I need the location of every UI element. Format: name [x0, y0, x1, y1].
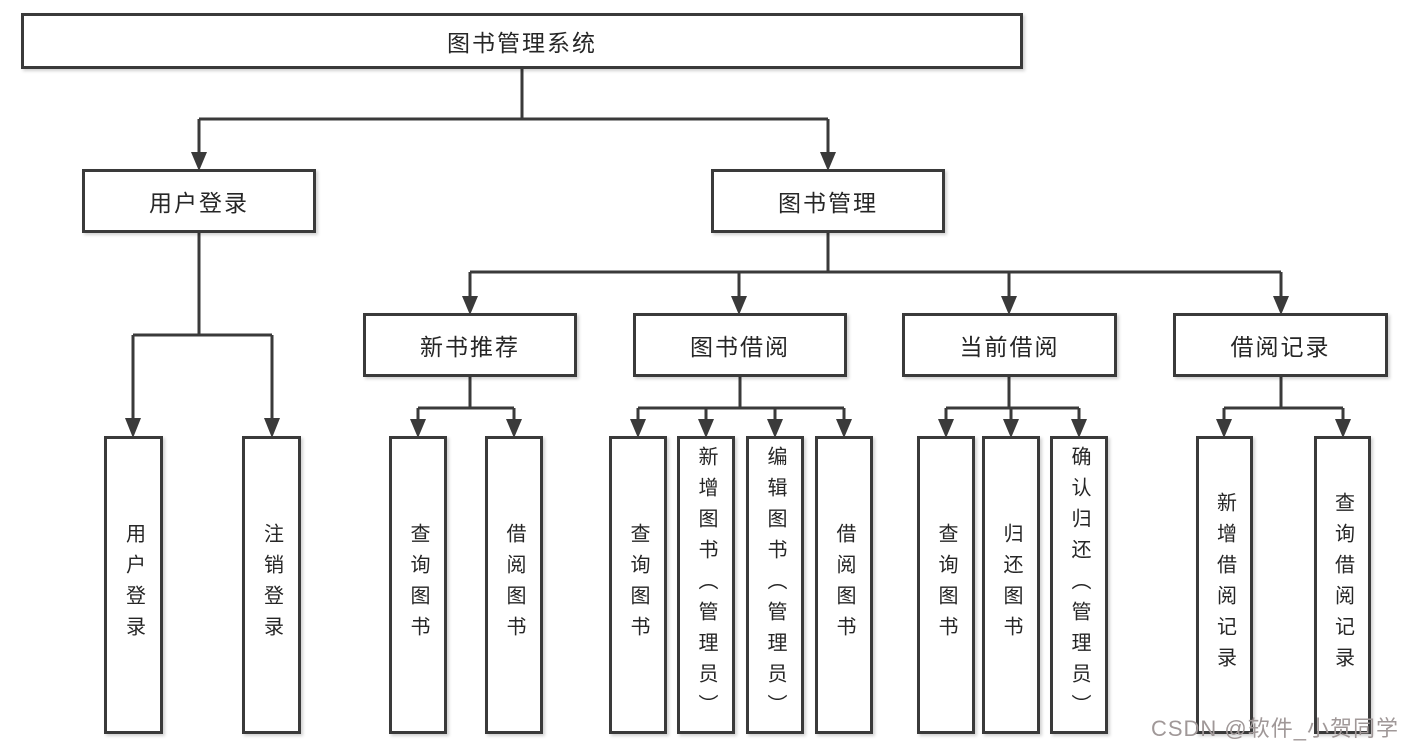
node-current-borrowing: 当前借阅 [902, 313, 1117, 377]
leaf-user-login: 用户登录 [104, 436, 163, 734]
node-user-login: 用户登录 [82, 169, 316, 233]
leaf-return-books: 归还图书 [982, 436, 1040, 734]
leaf-add-books-admin: 新增图书（管理员） [677, 436, 735, 734]
arrowheads [125, 152, 1351, 438]
leaf-edit-books-admin: 编辑图书（管理员） [746, 436, 804, 734]
node-new-book-recommend-label: 新书推荐 [420, 334, 520, 360]
node-book-borrowing-label: 图书借阅 [690, 334, 790, 360]
node-user-login-label: 用户登录 [149, 190, 249, 216]
node-current-borrowing-label: 当前借阅 [959, 334, 1060, 360]
csdn-watermark: CSDN @软件_小贺同学 [1150, 716, 1399, 741]
node-new-book-recommend: 新书推荐 [363, 313, 577, 377]
node-borrowing-records-label: 借阅记录 [1230, 334, 1331, 360]
node-book-management-label: 图书管理 [778, 190, 878, 216]
leaf-borrow-books-recommend: 借阅图书 [485, 436, 543, 734]
node-root-library-system: 图书管理系统 [21, 13, 1023, 69]
leaf-query-books-current: 查询图书 [917, 436, 975, 734]
leaf-query-books-recommend: 查询图书 [389, 436, 447, 734]
node-borrowing-records: 借阅记录 [1173, 313, 1388, 377]
leaf-add-borrow-record: 新增借阅记录 [1196, 436, 1253, 734]
leaf-query-books-borrowing: 查询图书 [609, 436, 667, 734]
leaf-borrow-books-borrowing: 借阅图书 [815, 436, 873, 734]
leaf-logout: 注销登录 [242, 436, 301, 734]
node-root-label: 图书管理系统 [447, 30, 597, 56]
leaf-confirm-return-admin: 确认归还（管理员） [1050, 436, 1108, 734]
node-book-management: 图书管理 [711, 169, 945, 233]
node-book-borrowing: 图书借阅 [633, 313, 847, 377]
leaf-query-borrow-record: 查询借阅记录 [1314, 436, 1371, 734]
